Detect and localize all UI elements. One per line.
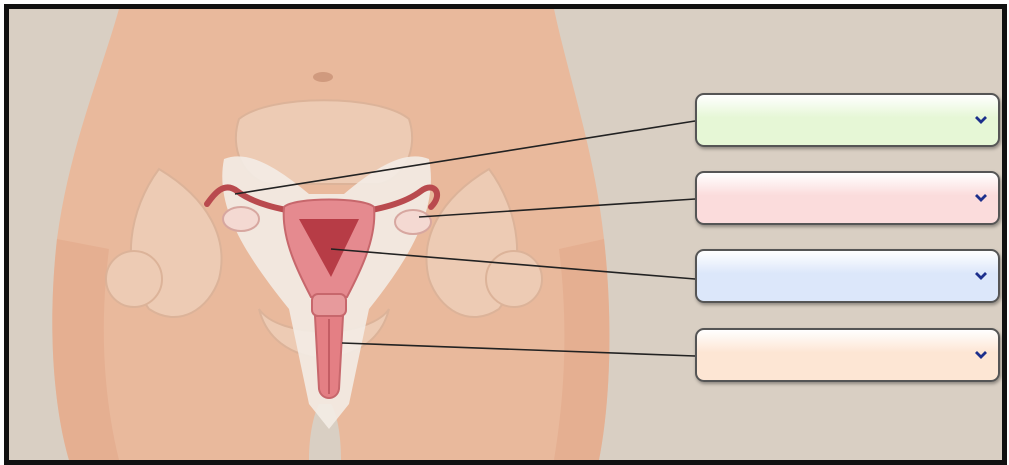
left-ovary — [223, 207, 259, 231]
dropdown-1[interactable] — [695, 93, 1000, 147]
chevron-down-icon — [974, 349, 988, 361]
dropdown-4[interactable] — [695, 328, 1000, 382]
chevron-down-icon — [974, 192, 988, 204]
navel — [313, 72, 333, 82]
cervix — [312, 294, 346, 316]
chevron-down-icon — [974, 114, 988, 126]
diagram-frame — [4, 4, 1007, 465]
dropdown-3[interactable] — [695, 249, 1000, 303]
chevron-down-icon — [974, 270, 988, 282]
anatomy-illustration — [9, 9, 1002, 460]
dropdown-2[interactable] — [695, 171, 1000, 225]
right-ovary — [395, 210, 431, 234]
